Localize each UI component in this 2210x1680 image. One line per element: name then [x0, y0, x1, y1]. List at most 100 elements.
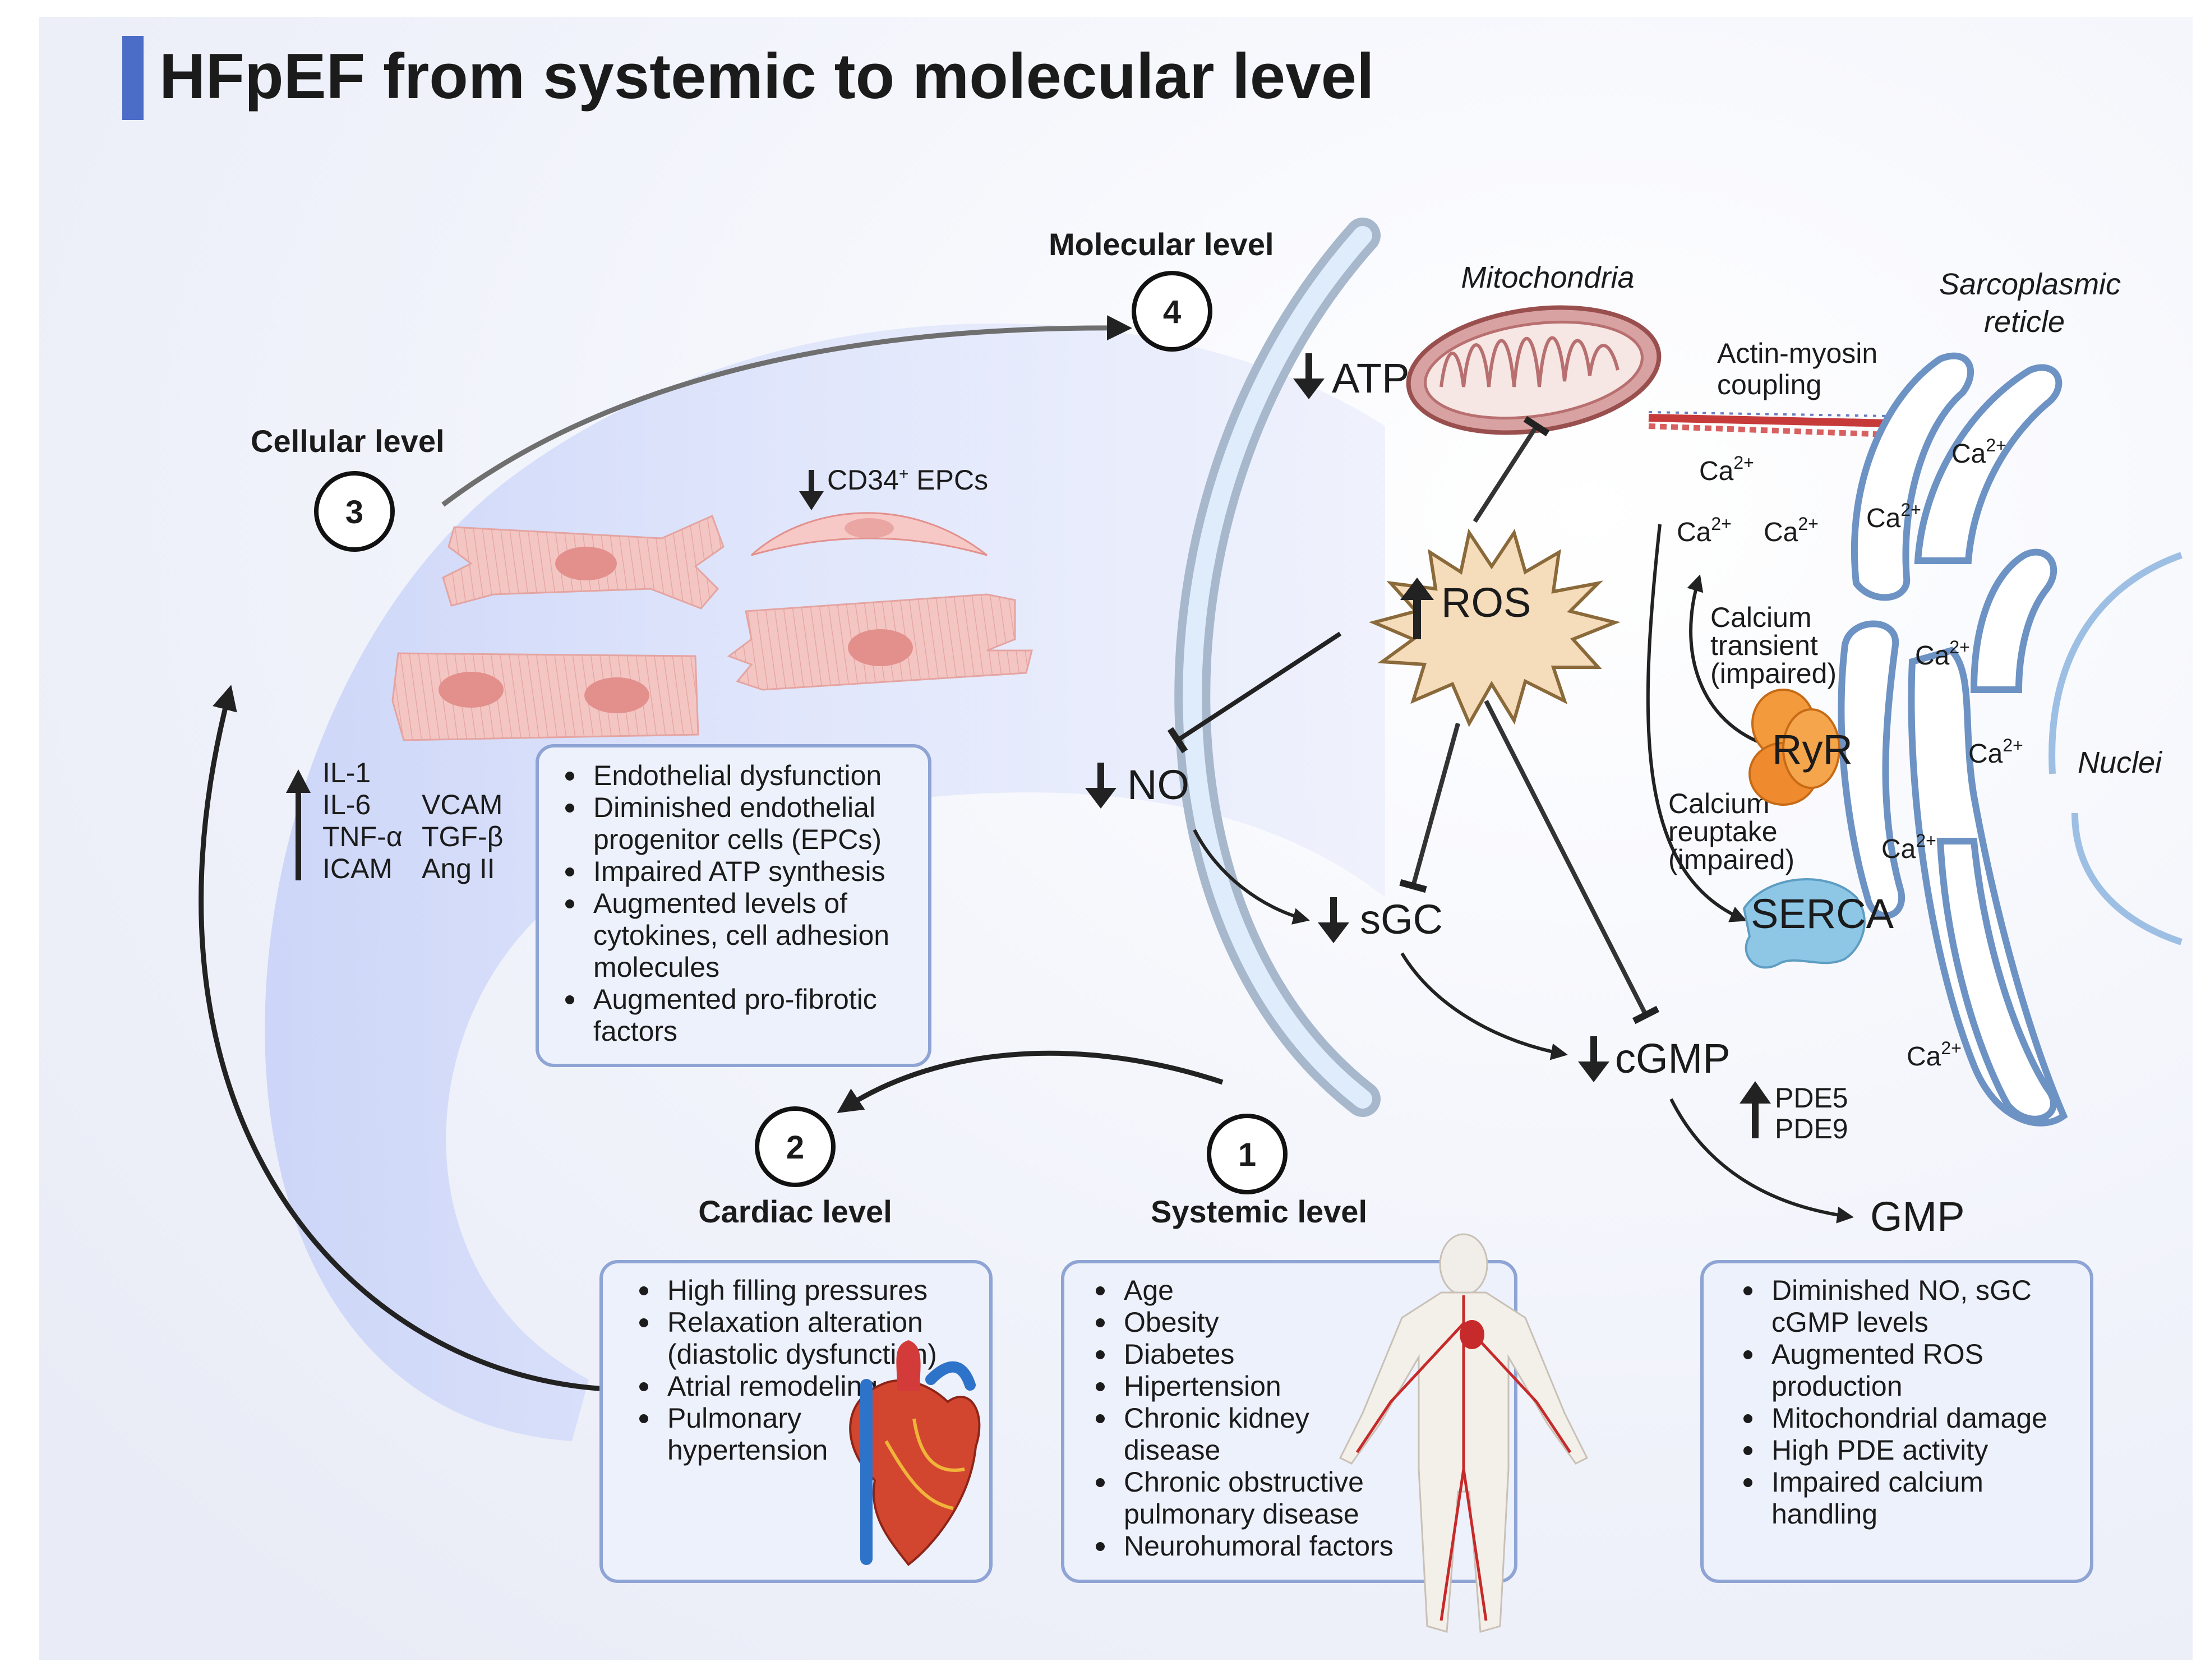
serca-pump	[1742, 878, 1866, 969]
ca-symbol: Ca	[1866, 504, 1901, 533]
ca-symbol: Ca	[1881, 834, 1916, 864]
sr-tubule-2	[1914, 364, 2063, 564]
ca-charge: 2+	[1900, 500, 1921, 520]
cytokine-label: VCAM	[422, 789, 502, 820]
bullet-dot	[639, 1318, 648, 1327]
sr-tubule-6	[1936, 838, 2057, 1123]
aorta	[896, 1340, 921, 1391]
nuclei-label: Nuclei	[2078, 746, 2163, 779]
no-decrease-indicator	[1085, 763, 1116, 809]
bullet-dot	[639, 1414, 648, 1423]
nucleus-illustration	[2048, 552, 2183, 945]
blood-vessels	[1355, 1295, 1572, 1621]
list-item: pulmonary disease	[1124, 1498, 1359, 1530]
pde-increase-indicator	[1740, 1081, 1771, 1138]
level-3-number: 3	[345, 494, 363, 530]
list-item: molecules	[593, 952, 719, 983]
human-body-illustration	[1339, 1233, 1589, 1633]
myocyte-nucleus-2	[848, 629, 913, 666]
cd34-epcs-label: CD34+ EPCs	[827, 464, 988, 496]
sr-label-line1: Sarcoplasmic	[1939, 267, 2121, 301]
inhibition-ros-to-sgc	[1399, 722, 1460, 893]
calcium-reuptake-label: Calcium reuptake (impaired)	[1668, 788, 1794, 875]
bullet-dot	[565, 804, 574, 813]
sr-label-line2: reticle	[1984, 305, 2065, 339]
list-item: Hipertension	[1124, 1370, 1281, 1402]
list-item: Chronic obstructive	[1124, 1466, 1364, 1498]
no-label: NO	[1127, 761, 1189, 808]
cd34-text: CD34	[827, 464, 899, 496]
calcium-ion-label: Ca2+	[1951, 435, 2006, 469]
cellular-level-label: Cellular level	[251, 423, 445, 459]
up-arrow-icon	[1740, 1081, 1771, 1104]
cell-membrane-inner	[1183, 226, 1372, 1109]
cardiac-level-label: Cardiac level	[698, 1194, 892, 1229]
arrow-systemic-to-cardiac	[837, 1050, 1224, 1113]
calcium-transient-line3: (impaired)	[1710, 658, 1837, 689]
myocyte-nucleus-4	[584, 677, 649, 713]
cytokine-increase-indicator	[286, 769, 311, 880]
ca-symbol: Ca	[1699, 456, 1734, 486]
list-item: progenitor cells (EPCs)	[593, 824, 882, 855]
epcs-text: EPCs	[908, 464, 988, 496]
ca-charge: 2+	[2003, 735, 2023, 755]
list-item: Diminished NO, sGC	[1771, 1275, 2032, 1306]
ryr-channel	[1748, 689, 1840, 806]
bullet-dot	[1743, 1478, 1752, 1487]
bullet-dot	[639, 1382, 648, 1391]
up-arrow-icon	[286, 769, 311, 793]
ca-charge: 2+	[1949, 637, 1969, 657]
myocyte-cells	[391, 512, 1033, 741]
cd34-superscript: +	[899, 465, 909, 483]
level-4-number: 4	[1163, 294, 1181, 330]
calcium-transient-line2: transient	[1710, 630, 1818, 661]
serca-label: SERCA	[1751, 890, 1894, 937]
list-item: Chronic kidney	[1124, 1402, 1309, 1434]
bullet-dot	[1743, 1350, 1752, 1359]
myocyte-nucleus-1	[555, 547, 617, 580]
molecular-findings-box	[1700, 1260, 2093, 1583]
human-head	[1439, 1233, 1488, 1296]
list-item: disease	[1124, 1434, 1220, 1466]
inhibition-ros-to-no	[1167, 631, 1342, 754]
list-item: Obesity	[1124, 1307, 1219, 1338]
calcium-ion-label: Ca2+	[1881, 830, 1936, 864]
calcium-reuptake-line3: (impaired)	[1668, 844, 1794, 875]
bullet-dot	[1096, 1350, 1105, 1359]
cytokine-label: TGF-β	[422, 821, 503, 852]
list-item: High filling pressures	[667, 1275, 928, 1306]
inhibition-ros-to-mitochondria	[1473, 416, 1550, 523]
pulmonary-artery	[925, 1361, 976, 1391]
cgmp-decrease-indicator	[1578, 1036, 1609, 1082]
serca-body	[1742, 878, 1866, 969]
bullet-dot	[1743, 1414, 1752, 1423]
ros-burst	[1368, 528, 1621, 727]
cytokine-label: ICAM	[322, 853, 393, 884]
pde9-label: PDE9	[1775, 1113, 1848, 1144]
arrow-cgmp-to-gmp	[1669, 1098, 1854, 1224]
bullet-dot	[1096, 1542, 1105, 1551]
list-item: Diabetes	[1124, 1339, 1234, 1370]
list-item: cytokines, cell adhesion	[593, 920, 889, 951]
list-item: handling	[1771, 1498, 1877, 1530]
pde5-label: PDE5	[1775, 1082, 1848, 1114]
calcium-reuptake-line2: reuptake	[1668, 816, 1778, 847]
coronary-vessel-2	[912, 1418, 965, 1472]
bullet-dot	[1096, 1318, 1105, 1327]
list-item: High PDE activity	[1771, 1434, 1988, 1466]
arrow-calcium-reuptake	[1646, 524, 1747, 922]
sr-tubule-3	[1970, 548, 2057, 693]
actin-filament	[1648, 414, 1890, 427]
up-arrow-icon	[1400, 578, 1434, 600]
mitochondria-cristae	[1440, 336, 1620, 387]
arrow-no-to-sgc	[1193, 829, 1310, 925]
list-item: hypertension	[667, 1434, 828, 1466]
calcium-ion-label: Ca2+	[1866, 500, 1921, 533]
level-2-number: 2	[786, 1129, 804, 1166]
mitochondria-label: Mitochondria	[1461, 261, 1634, 294]
list-item: production	[1771, 1370, 1903, 1402]
bullet-dot	[1743, 1286, 1752, 1295]
down-arrow-icon	[1578, 1061, 1609, 1082]
